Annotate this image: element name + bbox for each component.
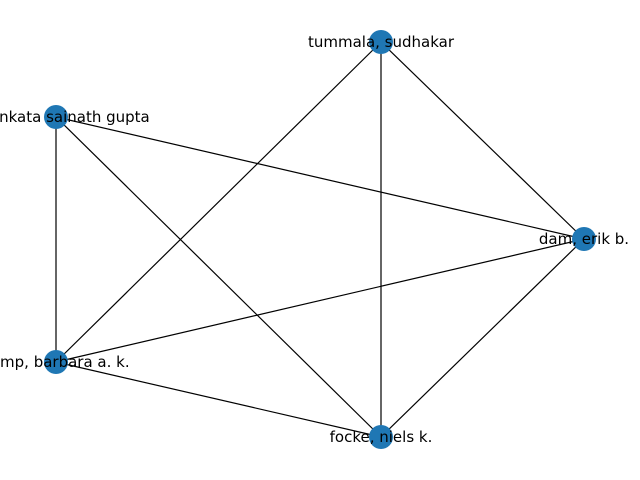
node-label-focke: focke, niels k. [330, 428, 433, 446]
node-gupta [44, 105, 68, 129]
node-label-tummala: tummala, sudhakar [308, 33, 455, 51]
edge-gupta-dam [55, 116, 585, 240]
node-tummala [369, 30, 393, 54]
edge-tummala-kamp [55, 41, 382, 363]
node-dam [572, 227, 596, 251]
label-layer: tummala, sudhakar a, venkata sainath gupt… [0, 33, 629, 446]
edge-dam-kamp [55, 238, 585, 363]
node-layer [44, 30, 596, 449]
edge-layer [55, 41, 585, 438]
edge-kamp-focke [55, 361, 382, 438]
node-focke [369, 425, 393, 449]
edge-tummala-dam [380, 41, 585, 240]
edge-dam-focke [380, 238, 585, 438]
edge-gupta-focke [55, 116, 382, 438]
node-label-gupta: a, venkata sainath gupta [0, 108, 150, 126]
node-label-dam: dam, erik b. [539, 230, 629, 248]
node-label-kamp: kamp, barbara a. k. [0, 353, 130, 371]
node-kamp [44, 350, 68, 374]
